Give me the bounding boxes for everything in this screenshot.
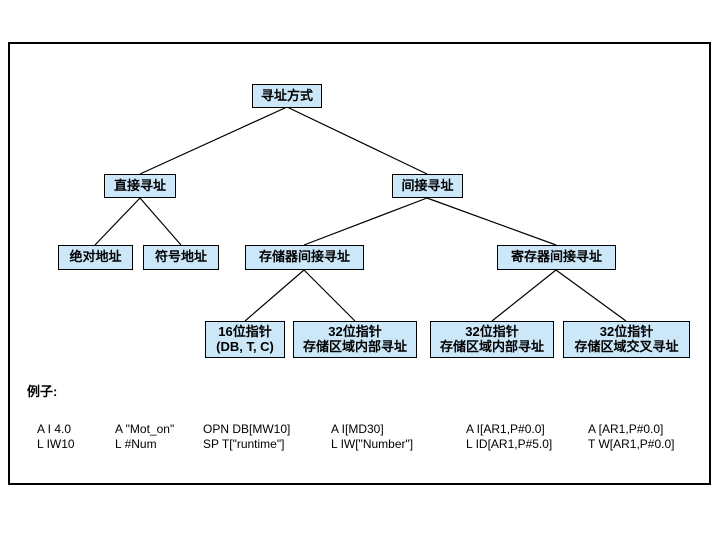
node-label-line1: 16位指针 [218,323,272,339]
node-label: 绝对地址 [69,249,122,265]
example-column-5: A I[AR1,P#0.0] L ID[AR1,P#5.0] [466,422,552,452]
example-line: L IW10 [37,437,75,451]
example-column-3: OPN DB[MW10] SP T["runtime"] [203,422,290,452]
example-line: L IW["Number"] [331,437,414,451]
node-register-indirect-addressing[interactable]: 寄存器间接寻址 [497,245,616,270]
example-line: A I[AR1,P#0.0] [466,422,545,436]
node-pointer-16bit[interactable]: 16位指针 (DB, T, C) [205,321,285,358]
node-label-line2: (DB, T, C) [216,338,274,354]
example-column-1: A I 4.0 L IW10 [37,422,75,452]
node-pointer-32bit-memory-inner[interactable]: 32位指针 存储区域内部寻址 [293,321,417,358]
node-label-line1: 32位指针 [599,323,654,339]
example-column-4: A I[MD30] L IW["Number"] [331,422,413,452]
node-addressing-modes[interactable]: 寻址方式 [252,84,322,108]
node-pointer-32bit-register-cross[interactable]: 32位指针 存储区域交叉寻址 [563,321,690,358]
node-label-line1: 32位指针 [328,323,382,339]
node-symbolic-address[interactable]: 符号地址 [143,245,219,270]
node-label: 直接寻址 [113,177,166,193]
node-indirect-addressing[interactable]: 间接寻址 [392,174,463,198]
node-absolute-address[interactable]: 绝对地址 [58,245,133,270]
node-label-line2: 存储区域内部寻址 [302,338,407,354]
example-line: L ID[AR1,P#5.0] [466,437,553,451]
example-line: A "Mot_on" [115,422,175,436]
node-label-line2: 存储区域内部寻址 [439,338,544,354]
node-label-line2: 存储区域交叉寻址 [574,338,679,354]
node-label: 寄存器间接寻址 [510,249,602,265]
node-memory-indirect-addressing[interactable]: 存储器间接寻址 [245,245,364,270]
node-label: 间接寻址 [401,177,454,193]
examples-heading: 例子: [27,384,58,399]
example-line: OPN DB[MW10] [203,422,291,436]
node-direct-addressing[interactable]: 直接寻址 [104,174,176,198]
example-column-2: A "Mot_on" L #Num [115,422,174,452]
node-pointer-32bit-register-inner[interactable]: 32位指针 存储区域内部寻址 [430,321,554,358]
example-line: A I 4.0 [37,422,72,436]
example-line: L #Num [115,437,157,451]
example-line: T W[AR1,P#0.0] [588,437,675,451]
example-line: A I[MD30] [331,422,384,436]
node-label-line1: 32位指针 [465,323,519,339]
example-line: SP T["runtime"] [203,437,285,451]
node-label: 符号地址 [154,249,207,265]
example-column-6: A [AR1,P#0.0] T W[AR1,P#0.0] [588,422,674,452]
example-line: A [AR1,P#0.0] [588,422,664,436]
node-label: 存储器间接寻址 [258,249,350,265]
node-label: 寻址方式 [260,87,313,103]
